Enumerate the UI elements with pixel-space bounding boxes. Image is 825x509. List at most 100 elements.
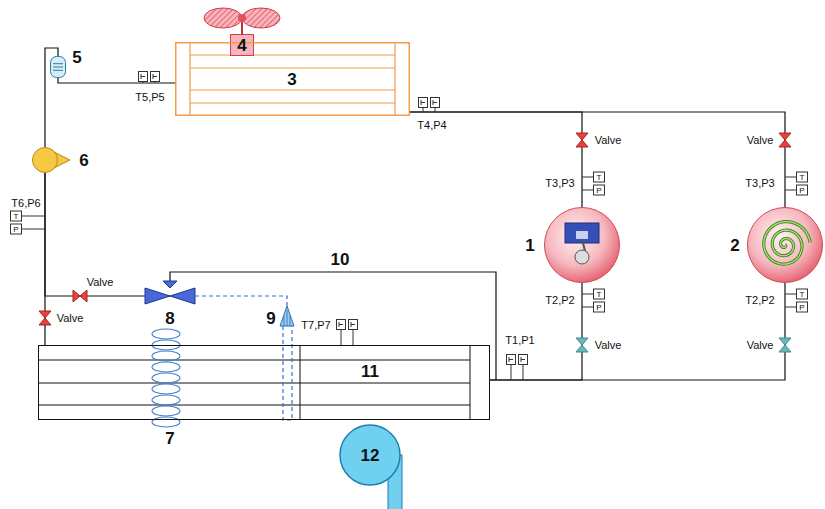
expansion-valve: 8 <box>145 281 195 305</box>
sensor-symbol <box>419 98 428 108</box>
sensor-letter: P <box>593 302 605 313</box>
fin-symbol <box>152 395 180 405</box>
sensing-bulb: 9 <box>280 306 294 326</box>
sensor-letter: T <box>593 289 605 300</box>
sensor-letter: T <box>10 211 22 222</box>
condenser-tubes <box>190 42 395 116</box>
fin-symbol <box>152 406 180 416</box>
capillary-line <box>283 326 292 420</box>
filter-drier: 6 <box>32 147 58 173</box>
callout-number: 12 <box>361 447 380 464</box>
filter-drier-shape <box>33 148 71 173</box>
callout-number: 5 <box>72 49 81 66</box>
callout-number: 9 <box>266 310 275 327</box>
pipe-connector <box>490 283 582 380</box>
sensor-letter: T <box>593 172 605 183</box>
valve-label: Valve <box>595 135 622 146</box>
sensing-bulb-shape <box>280 306 294 326</box>
fin-symbol <box>152 384 180 394</box>
fin-symbol <box>152 351 180 361</box>
pipe-connector <box>45 173 145 296</box>
valve-label: Valve <box>747 340 774 351</box>
callout-number: 1 <box>525 237 534 254</box>
fan: 4 <box>230 34 254 56</box>
sensor-label: T3,P3 <box>745 178 774 189</box>
receiver-shape <box>51 57 66 78</box>
sensor-label: T4,P4 <box>417 120 446 131</box>
callout-number: 7 <box>165 430 174 447</box>
compressor-shape <box>544 207 620 283</box>
valve-label: Valve <box>57 313 84 324</box>
equalizer-line <box>170 272 496 380</box>
callout-number: 6 <box>79 152 88 169</box>
sensor-symbol <box>507 355 516 365</box>
callout-number: 3 <box>287 71 296 88</box>
sensor-letter: P <box>796 185 808 196</box>
receiver-shape <box>50 56 66 78</box>
sensor-symbol <box>337 320 346 330</box>
sensor-stem <box>22 82 796 380</box>
sensor-label: T1,P1 <box>505 335 534 346</box>
sensor-label: T3,P3 <box>545 178 574 189</box>
pipe-connector <box>195 296 287 306</box>
filter-drier-shape <box>32 147 58 173</box>
expansion-valve-shape <box>145 281 195 304</box>
pipe-connector <box>410 112 785 207</box>
valve-symbol <box>73 290 87 302</box>
pipe-connector <box>410 112 582 207</box>
evaporator: 11 <box>38 345 490 420</box>
sensor-symbol <box>151 72 160 82</box>
fin-symbol <box>152 417 180 427</box>
compressor: 2 <box>747 207 823 283</box>
callout-number: 2 <box>730 237 739 254</box>
sensor-label: T7,P7 <box>301 320 330 331</box>
evaporator-tubes <box>38 345 470 420</box>
sensor-label: T5,P5 <box>135 92 164 103</box>
condenser: 3 <box>175 42 410 116</box>
sensor-letter: P <box>10 224 22 235</box>
expansion-valve-shape <box>145 281 195 305</box>
blower-shape <box>340 425 402 509</box>
sensor-label: T2,P2 <box>545 295 574 306</box>
fin-symbol <box>152 329 180 339</box>
callout-number: 4 <box>237 37 246 54</box>
compressor: 1 <box>544 207 620 283</box>
sensor-symbol <box>349 320 358 330</box>
sensor-letter: P <box>593 185 605 196</box>
blower: 12 <box>340 425 400 485</box>
sensor-symbol <box>519 355 528 365</box>
valve-symbol <box>779 133 791 147</box>
fan-shape <box>204 8 280 56</box>
evaporator-shape <box>38 345 490 420</box>
callout-number: 8 <box>165 310 174 327</box>
sensor-letter: T <box>796 289 808 300</box>
valve-symbol <box>576 133 588 147</box>
compressor-shape <box>748 208 823 283</box>
evaporator-shape <box>39 346 490 420</box>
callout-number: 10 <box>331 251 350 268</box>
valve-symbol <box>39 311 51 325</box>
valve-symbol <box>779 338 791 352</box>
compressor-shape <box>545 208 620 283</box>
evaporator-fins <box>152 329 180 427</box>
fin-symbol <box>152 362 180 372</box>
fin-symbol <box>152 373 180 383</box>
sensing-bulb-shape <box>280 306 294 326</box>
callout-number: 11 <box>361 363 379 380</box>
sensor-letter: T <box>796 172 808 183</box>
sensor-label: T2,P2 <box>745 295 774 306</box>
sensor-symbol <box>139 72 148 82</box>
sensor-symbol <box>431 98 440 108</box>
compressor-shape <box>747 207 823 283</box>
receiver: 5 <box>50 56 66 78</box>
pipe-connector <box>490 283 785 380</box>
condenser-shape <box>176 43 410 116</box>
valve-label: Valve <box>747 135 774 146</box>
valve-symbol <box>576 338 588 352</box>
valve-label: Valve <box>87 277 114 288</box>
sensor-label: T6,P6 <box>11 198 40 209</box>
